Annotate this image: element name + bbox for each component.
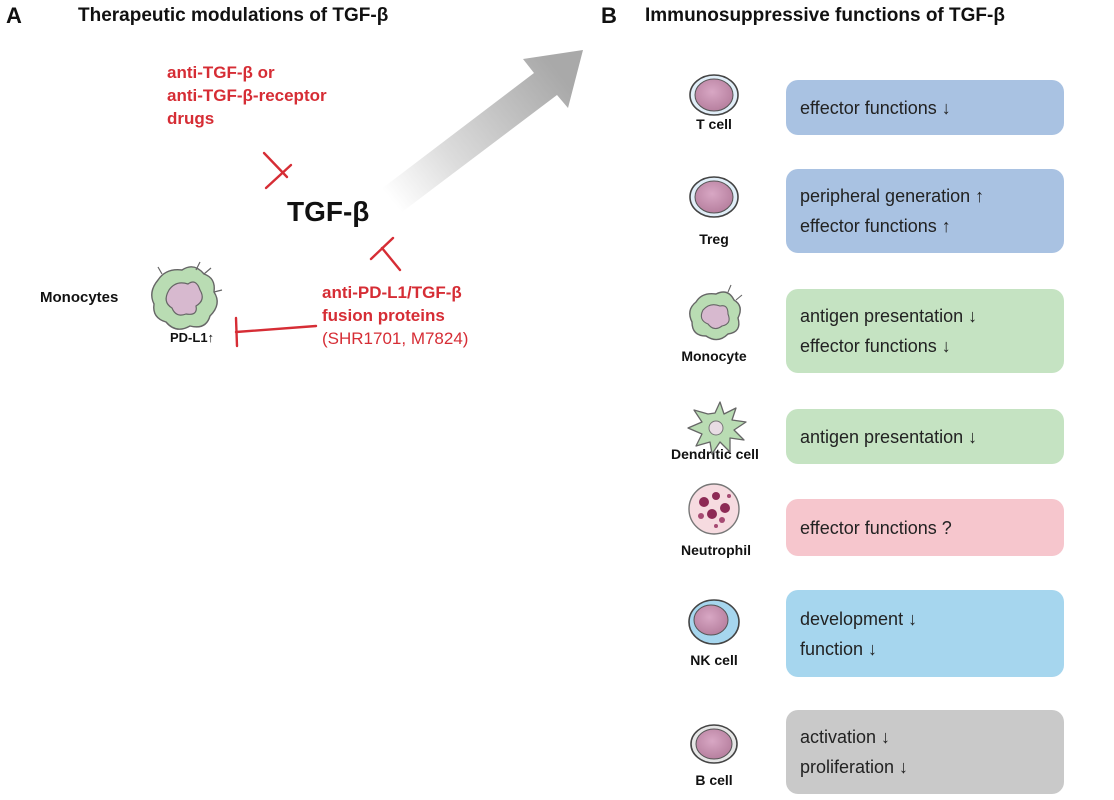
panel-b-letter: B	[601, 3, 617, 28]
function-box-treg: peripheral generation ↑ effector functio…	[786, 169, 1064, 253]
b-cell-icon	[690, 724, 738, 764]
drug-bottom-line-2: fusion proteins	[322, 306, 445, 325]
function-box-dendritic-cell: antigen presentation ↓	[786, 409, 1064, 464]
function-line: antigen presentation ↓	[800, 426, 978, 447]
function-line: peripheral generation ↑	[800, 186, 985, 206]
function-line: proliferation ↓	[800, 757, 909, 777]
inhibition-tbar-icon	[262, 151, 293, 190]
function-line: activation ↓	[800, 727, 891, 747]
drug-top-line-1: anti-TGF-β or	[167, 63, 275, 82]
function-line: effector functions ↑	[800, 216, 951, 236]
monocytes-label: Monocytes	[40, 289, 119, 306]
function-line: effector functions ?	[800, 517, 952, 538]
tgf-beta-label: TGF-β	[287, 196, 370, 227]
lymphocyte-icon	[689, 74, 739, 116]
monocyte-icon	[689, 284, 743, 341]
panel-b-title: Immunosuppressive functions of TGF-β	[645, 5, 1005, 26]
function-box-nk-cell: development ↓ function ↓	[786, 590, 1064, 677]
function-box-monocyte: antigen presentation ↓ effector function…	[786, 289, 1064, 373]
function-line: antigen presentation ↓	[800, 306, 978, 326]
cell-label-b-cell: B cell	[695, 772, 733, 788]
function-line: development ↓	[800, 608, 918, 629]
drug-bottom-label: anti-PD-L1/TGF-β fusion proteins (SHR170…	[322, 281, 468, 350]
inhibition-tbar-icon	[369, 236, 402, 272]
treg-icon	[689, 176, 739, 218]
dendritic-cell-icon	[687, 401, 747, 455]
function-line: function ↓	[800, 638, 878, 659]
function-box-t-cell: effector functions ↓	[786, 80, 1064, 135]
function-box-b-cell: activation ↓ proliferation ↓	[786, 710, 1064, 794]
cell-label-dendritic-cell: Dendritic cell	[671, 446, 759, 462]
drug-bottom-line-1: anti-PD-L1/TGF-β	[322, 283, 462, 302]
cell-label-nk-cell: NK cell	[690, 652, 738, 668]
monocyte-icon	[151, 261, 223, 330]
cell-label-t-cell: T cell	[696, 116, 732, 132]
inhibition-tbar-icon	[234, 316, 318, 348]
function-line: effector functions ↓	[800, 336, 951, 356]
cell-label-treg: Treg	[699, 231, 729, 247]
drug-bottom-note: (SHR1701, M7824)	[322, 329, 469, 348]
panel-a-title: Therapeutic modulations of TGF-β	[78, 5, 389, 26]
nk-cell-icon	[688, 599, 740, 645]
cell-label-monocyte: Monocyte	[681, 348, 747, 364]
panel-a-letter: A	[6, 3, 22, 28]
drug-top-line-3: drugs	[167, 109, 215, 128]
drug-top-label: anti-TGF-β or anti-TGF-β-receptor drugs	[167, 61, 327, 130]
large-arrow-icon	[380, 50, 583, 212]
neutrophil-icon	[688, 483, 740, 535]
function-line: effector functions ↓	[800, 97, 951, 118]
pd-l1-label: PD-L1↑	[170, 330, 215, 345]
function-box-neutrophil: effector functions ?	[786, 499, 1064, 556]
cell-label-neutrophil: Neutrophil	[681, 542, 751, 558]
drug-top-line-2: anti-TGF-β-receptor	[167, 86, 327, 105]
